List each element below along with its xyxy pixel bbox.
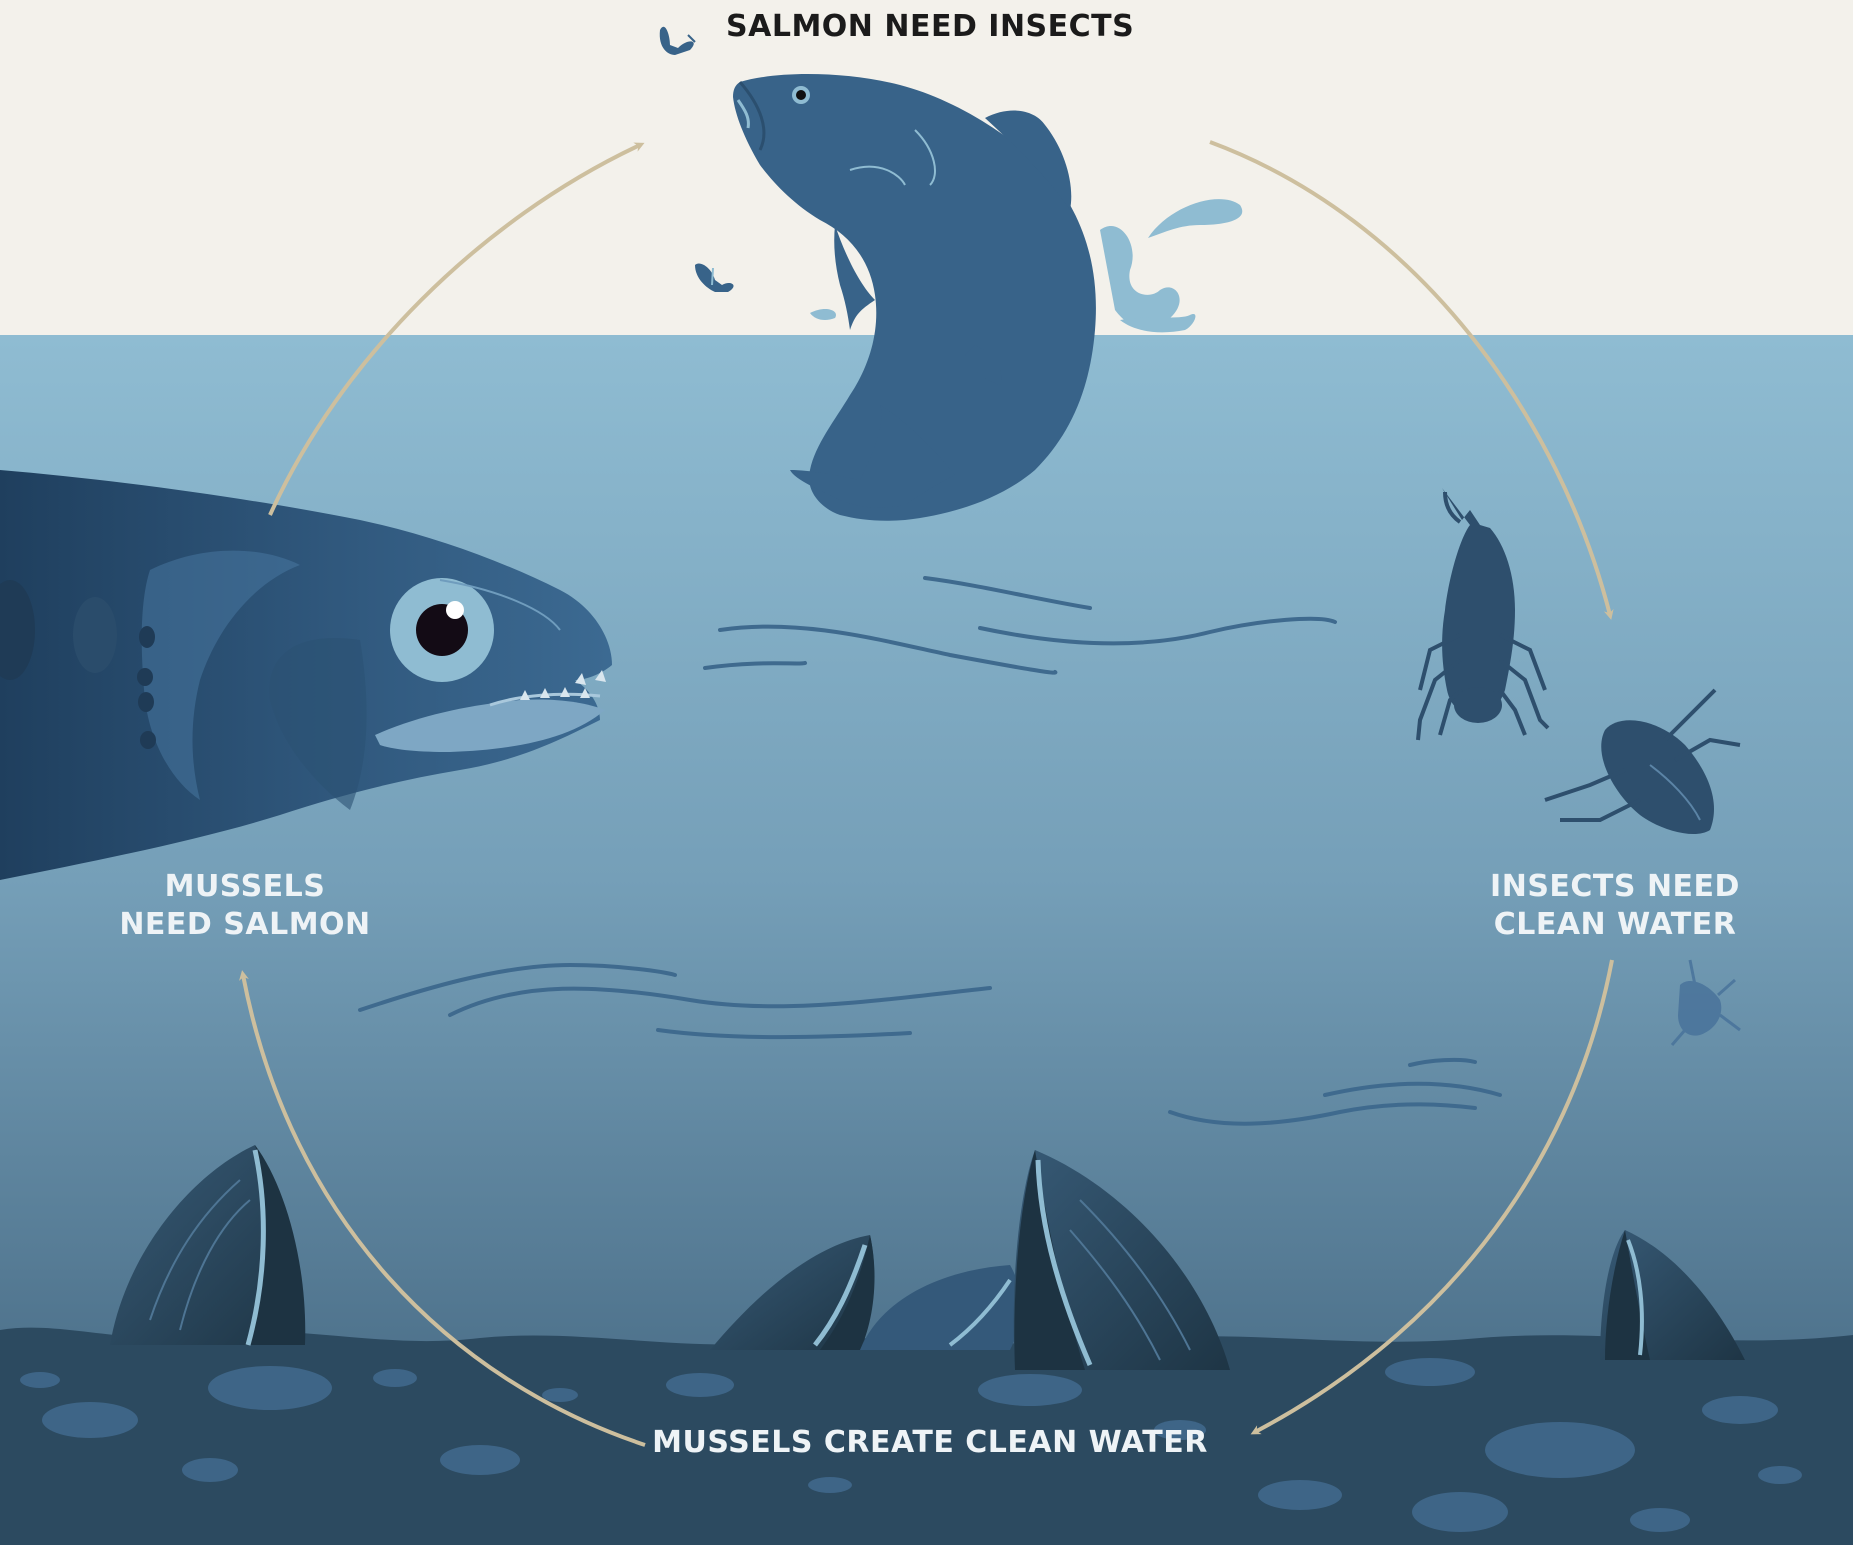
label-line: MUSSELS CREATE CLEAN WATER [640,1424,1220,1462]
label-mussels-create-clean-water: MUSSELS CREATE CLEAN WATER [640,1424,1220,1462]
label-line: INSECTS NEED [1480,868,1750,906]
label-insects-need-clean-water: INSECTS NEED CLEAN WATER [1480,868,1750,944]
label-line: MUSSELS [105,868,385,906]
label-line: CLEAN WATER [1480,906,1750,944]
label-line: SALMON NEED INSECTS [726,8,1126,46]
label-mussels-need-salmon: MUSSELS NEED SALMON [105,868,385,944]
label-salmon-need-insects: SALMON NEED INSECTS [726,8,1126,46]
label-line: NEED SALMON [105,906,385,944]
